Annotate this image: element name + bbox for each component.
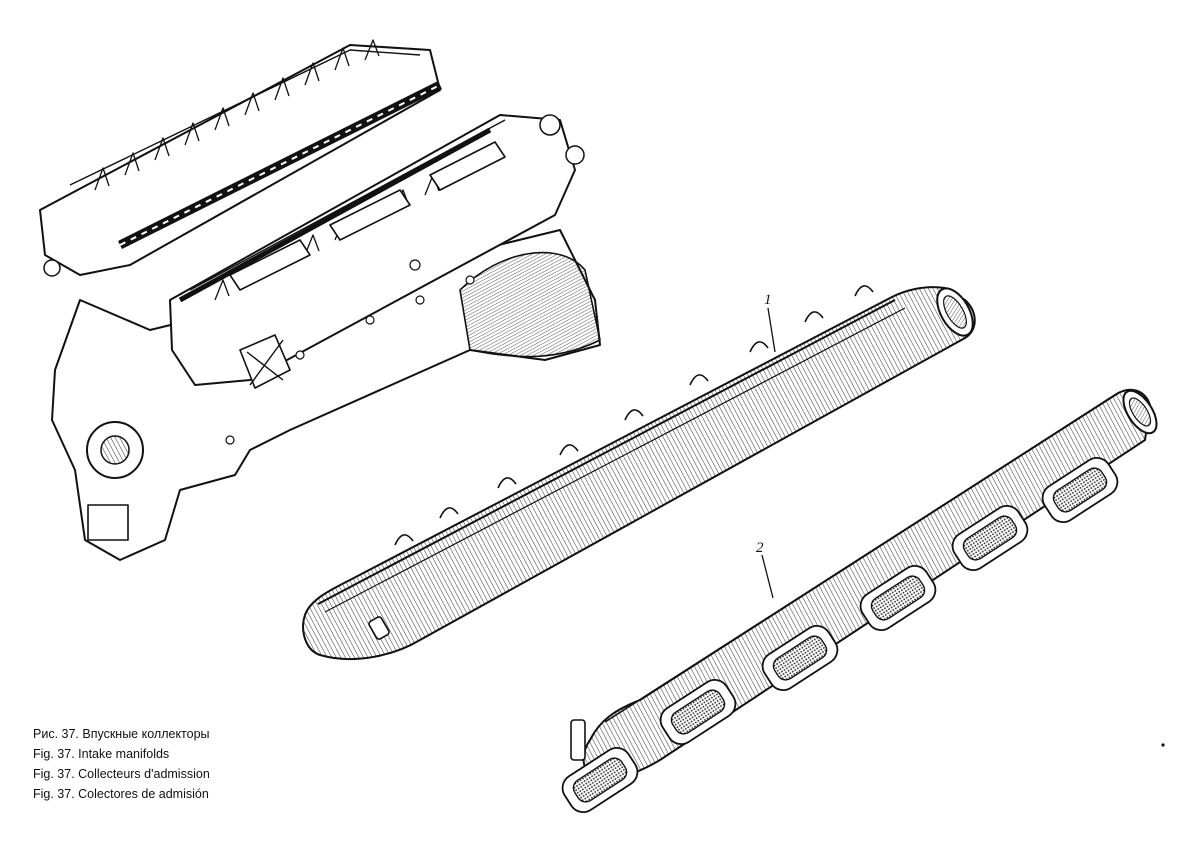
engine-block-drawing (39, 39, 601, 561)
caption-spanish: Fig. 37. Colectores de admisión (33, 787, 209, 801)
caption-french: Fig. 37. Collecteurs d'admission (33, 767, 210, 781)
caption-russian: Рис. 37. Впускные коллекторы (33, 727, 210, 741)
intake-manifold-2-drawing (561, 388, 1158, 814)
callout-label-2: 2 (756, 540, 764, 556)
caption-english: Fig. 37. Intake manifolds (33, 747, 170, 761)
callout-label-1: 1 (764, 292, 772, 308)
stray-dot (1161, 743, 1165, 747)
callout-leader-lines (761, 307, 776, 599)
intake-manifold-1-drawing (302, 285, 976, 661)
figure-caption: Рис. 37. Впускные коллекторы Fig. 37. In… (33, 724, 210, 804)
